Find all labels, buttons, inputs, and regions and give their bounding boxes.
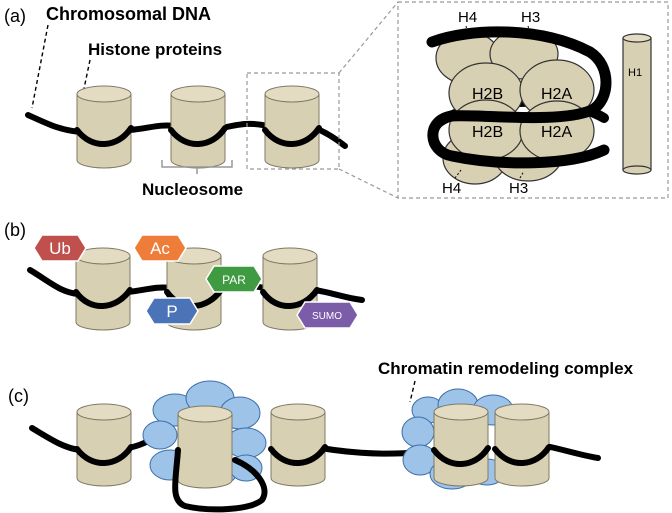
nucleosome-bracket xyxy=(161,160,233,174)
zoom-selection-box xyxy=(246,72,340,170)
panel-b-tag: (b) xyxy=(4,220,26,240)
sumo-label: SUMO xyxy=(312,311,342,322)
octamer-top-layer xyxy=(435,28,595,162)
sumo-mark: SUMO xyxy=(296,301,359,329)
h2a-top-label: H2A xyxy=(541,86,572,103)
h2b-bottom-label: H2B xyxy=(472,124,503,141)
h3-top-pointer xyxy=(527,25,531,34)
dna-strand-back-a xyxy=(25,112,348,149)
h2a-bottom-label: H2A xyxy=(541,124,572,141)
acetyl-mark: Ac xyxy=(133,234,187,262)
h4-top-label: H4 xyxy=(458,9,477,26)
dna-wrap xyxy=(268,444,328,466)
nucleosome-cylinder xyxy=(177,405,233,489)
dna-strand-back-c xyxy=(29,425,601,461)
nucleosome-cylinder xyxy=(76,403,132,487)
inset-dna-wrap xyxy=(426,26,612,169)
h1-linker-histone xyxy=(622,33,652,175)
dna-wrap xyxy=(262,125,322,147)
ub-label: Ub xyxy=(49,239,71,258)
nucleosome-cylinder xyxy=(270,403,326,487)
h1-label: H1 xyxy=(628,67,642,79)
dna-strand-back-b xyxy=(27,267,365,303)
dna-loop xyxy=(172,447,268,513)
nucleosome-cylinder xyxy=(75,247,131,331)
h4-bottom-label: H4 xyxy=(442,180,461,197)
h4-top-pointer xyxy=(465,25,469,36)
remodeling-pointer-line xyxy=(409,380,416,403)
dna-wrap xyxy=(431,444,552,467)
dna-wrap xyxy=(260,287,320,309)
dna-wrap xyxy=(168,125,228,147)
h3-bottom-label: H3 xyxy=(509,180,528,197)
zoom-line-top xyxy=(338,1,399,74)
nucleosome-label: Nucleosome xyxy=(142,180,243,199)
nucleosome-cylinder xyxy=(264,85,320,169)
nucleosome-cylinder xyxy=(433,403,489,487)
panel-a-tag: (a) xyxy=(4,6,26,26)
histone-proteins-label: Histone proteins xyxy=(88,40,222,59)
par-mark: PAR xyxy=(205,265,263,293)
par-label: PAR xyxy=(222,273,246,287)
ubiquitin-mark: Ub xyxy=(33,234,87,262)
remodeling-complex-label: Chromatin remodeling complex xyxy=(378,359,634,378)
h4-bottom-pointer xyxy=(454,169,462,179)
phospho-mark: P xyxy=(145,297,199,325)
panel-c-tag: (c) xyxy=(8,386,29,406)
chromosomal-dna-label: Chromosomal DNA xyxy=(46,4,211,24)
nucleosome-cylinder xyxy=(170,85,226,169)
dna-pointer-line xyxy=(31,24,49,109)
p-label: P xyxy=(166,302,177,321)
dna-wrap xyxy=(73,287,133,309)
h2b-top-label: H2B xyxy=(472,86,503,103)
ac-label: Ac xyxy=(150,239,170,258)
dna-wrap xyxy=(74,125,134,147)
dna-wrap xyxy=(74,444,134,466)
nucleosome-cylinder xyxy=(76,85,132,169)
h3-top-label: H3 xyxy=(521,9,540,26)
nucleosome-cylinder xyxy=(494,403,550,487)
zoom-line-bottom xyxy=(338,168,399,199)
h3-bottom-pointer xyxy=(519,170,525,179)
